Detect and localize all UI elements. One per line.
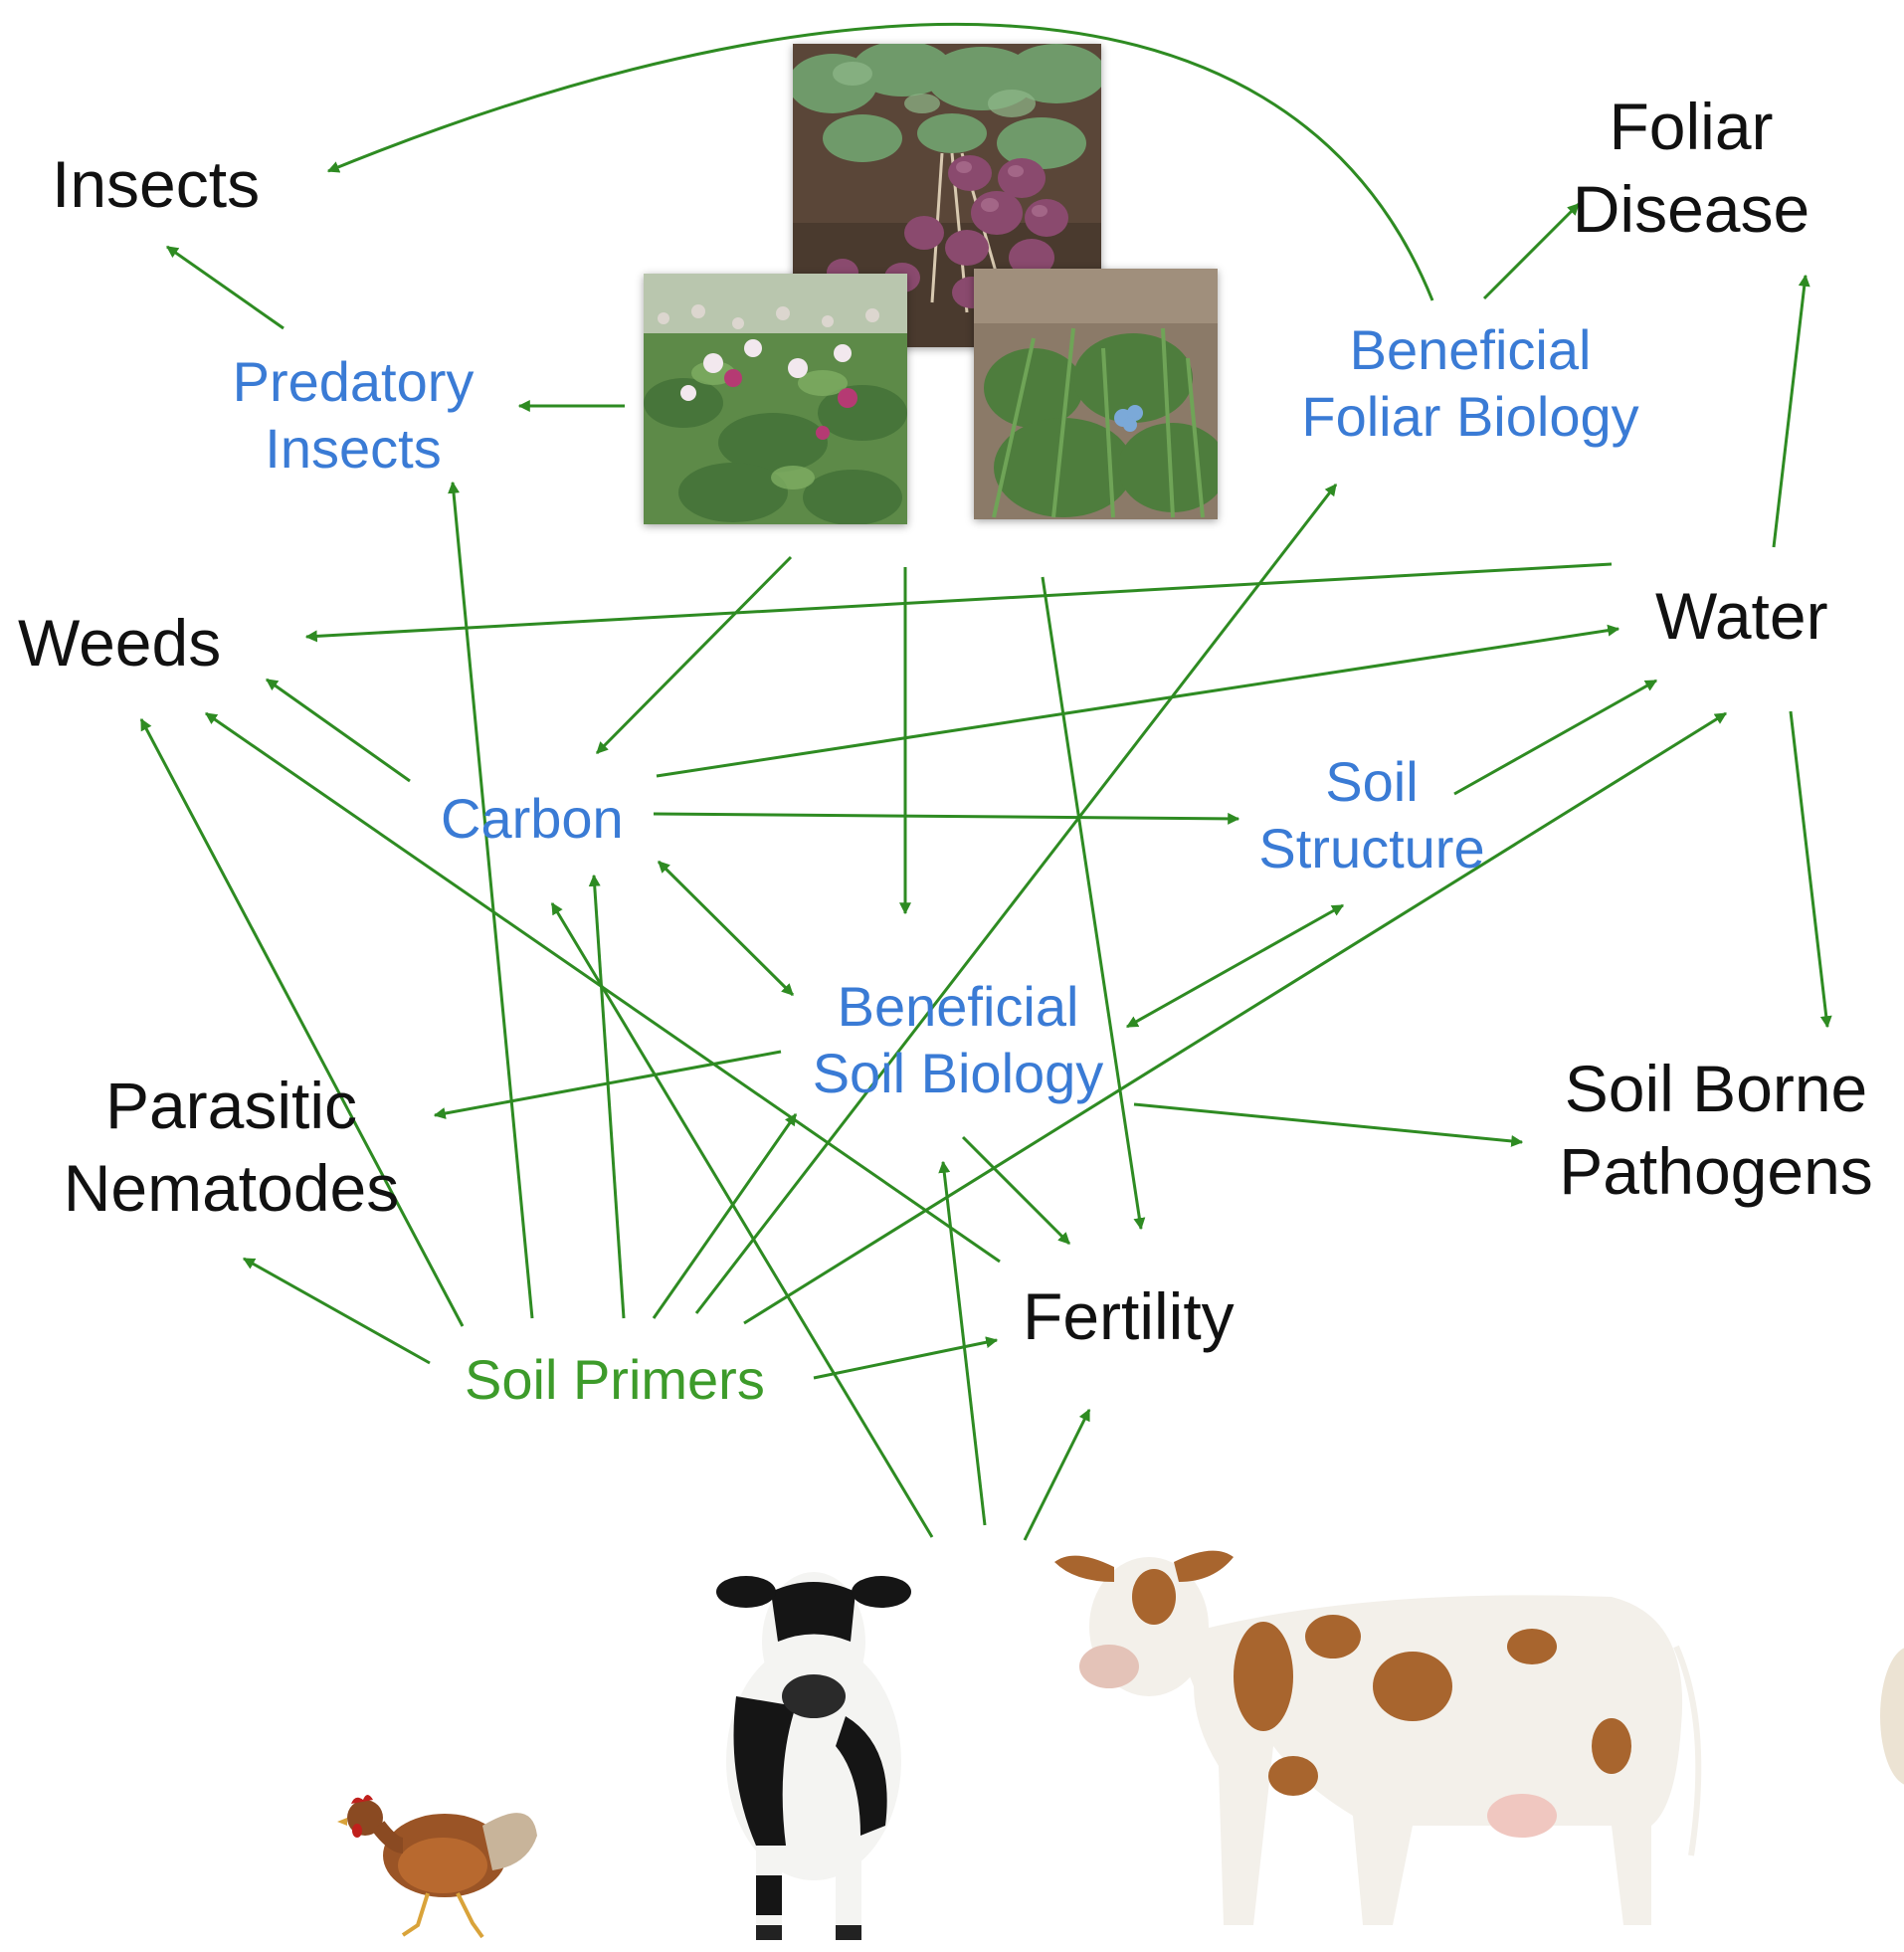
arrow-water-to-weeds (304, 562, 1613, 643)
arrow-foliar-biology-to-insects (326, 23, 1434, 301)
arrow-carbon-soil-biology-two-way (657, 860, 795, 997)
cover-crop-photo (974, 269, 1218, 519)
chicken-photo (333, 1776, 547, 1945)
arrow-primers-to-carbon (588, 874, 626, 1319)
arrow-soil-structure-to-water (1453, 679, 1658, 796)
potato-flowers-photo (644, 274, 907, 524)
node-water: Water (1655, 579, 1828, 653)
arrow-water-to-foliar-disease (1772, 274, 1810, 548)
arrow-livestock-to-soil-biology (938, 1160, 987, 1526)
arrow-soil-biology-to-fertility (961, 1135, 1071, 1246)
arrow-water-to-soil-pathogens (1789, 710, 1832, 1029)
arrow-foliar-biology-to-foliar-disease (1482, 202, 1581, 300)
node-soil-primers: Soil Primers (465, 1348, 765, 1411)
arrow-livestock-to-fertility (1023, 1408, 1091, 1541)
holstein-cow-photo (686, 1547, 940, 1945)
arrow-primers-to-nematodes (242, 1257, 431, 1365)
arrow-soil-biology-to-pathogens (1133, 1102, 1524, 1147)
node-parasitic-nematodes: Parasitic Nematodes (63, 1069, 400, 1226)
node-predatory-insects: Predatory Insects (232, 350, 475, 481)
red-white-cow-photo (1054, 1527, 1711, 1945)
arrow-primers-to-foliar-biology (694, 484, 1338, 1314)
node-beneficial-foliar-biology: Beneficial Foliar Biology (1301, 318, 1639, 449)
arrow-primers-to-predatory (448, 481, 534, 1319)
node-soil-structure: Soil Structure (1258, 750, 1485, 880)
arrow-primers-to-fertility (813, 1336, 999, 1380)
sheep-partial-photo (1870, 1642, 1904, 1791)
arrow-carbon-to-water (656, 624, 1620, 778)
node-fertility: Fertility (1023, 1279, 1235, 1353)
arrow-livestock-to-carbon (550, 901, 934, 1538)
arrow-soil-structure-soil-biology-two-way (1125, 903, 1345, 1029)
arrow-predatory-to-insects (166, 245, 285, 330)
arrow-carbon-to-soil-structure (653, 812, 1240, 825)
node-beneficial-soil-biology: Beneficial Soil Biology (812, 975, 1104, 1105)
arrow-primers-to-soil-biology (652, 1113, 798, 1319)
node-weeds: Weeds (18, 606, 222, 680)
arrow-primers-to-water (743, 711, 1728, 1325)
arrow-crop-to-carbon (595, 555, 793, 755)
arrow-crop-to-fertility (1041, 576, 1146, 1231)
node-carbon: Carbon (441, 787, 624, 850)
arrow-carbon-to-weeds (266, 678, 411, 783)
node-foliar-disease: Foliar Disease (1572, 90, 1810, 247)
node-soil-borne-pathogens: Soil Borne Pathogens (1559, 1052, 1873, 1209)
node-insects: Insects (52, 147, 261, 221)
arrow-primers-to-weeds (139, 717, 465, 1327)
